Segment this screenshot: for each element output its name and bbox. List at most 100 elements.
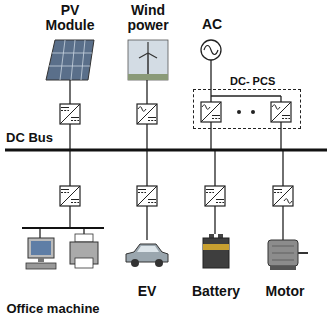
printer-icon	[75, 234, 93, 242]
motor-icon	[270, 266, 296, 270]
converter-symbol	[148, 199, 156, 200]
bus-label: DC Bus	[6, 131, 76, 145]
wire	[280, 122, 281, 150]
converter-symbol	[60, 186, 80, 206]
motor-icon	[268, 240, 308, 270]
wind-turbine	[128, 74, 168, 80]
dc-bus-line	[5, 149, 327, 152]
pcs-dots	[237, 110, 255, 114]
converter-symbol	[206, 192, 214, 193]
pcs-dots	[237, 110, 241, 114]
wire	[69, 124, 70, 150]
ac-source	[201, 40, 221, 60]
wind-turbine	[128, 40, 168, 80]
office-bus-line	[22, 228, 104, 229]
converter-symbol	[282, 115, 290, 116]
pcs-dots	[251, 110, 255, 114]
converter-symbol	[71, 202, 79, 203]
printer-icon	[75, 258, 93, 268]
wire	[214, 150, 215, 186]
converter-symbol	[201, 102, 221, 122]
converter-symbol	[137, 104, 157, 124]
wire	[146, 124, 147, 150]
converter-symbol	[212, 115, 220, 116]
wire	[69, 150, 70, 186]
pv-panel	[46, 40, 94, 80]
computer-icon	[28, 238, 54, 258]
pv-panel	[46, 40, 94, 80]
converter-symbol	[284, 199, 292, 204]
converter-symbol	[137, 186, 157, 206]
pcs-group-box: DC- PCS	[193, 89, 301, 129]
pv-panel	[60, 40, 65, 80]
motor-icon	[298, 252, 308, 254]
converter-symbol	[60, 186, 80, 206]
pv-panel	[49, 66, 90, 67]
dc-bus-line	[5, 150, 327, 151]
wire	[282, 150, 283, 186]
converter-symbol	[274, 189, 282, 190]
converter-symbol	[273, 186, 293, 206]
source-label: Wind power	[122, 3, 174, 32]
source-label: AC	[197, 17, 227, 32]
wind-turbine	[139, 53, 148, 58]
converter-symbol	[137, 104, 157, 124]
converter-symbol	[137, 186, 157, 206]
pv-panel	[52, 53, 92, 54]
battery-icon	[218, 234, 223, 238]
converter-symbol	[216, 202, 224, 203]
converter-symbol	[60, 104, 80, 124]
converter-symbol	[61, 107, 69, 108]
load-label: Battery	[183, 284, 249, 299]
converter-symbol	[271, 102, 291, 122]
converter-symbol	[61, 192, 69, 193]
battery-icon	[203, 244, 229, 250]
converter-symbol	[60, 102, 293, 206]
converter-symbol	[271, 102, 291, 122]
ac-source	[201, 40, 221, 60]
converter-symbol	[61, 189, 69, 190]
converter-symbol	[206, 189, 214, 190]
wire	[214, 206, 215, 234]
ev-icon	[131, 259, 139, 267]
wire	[211, 95, 281, 96]
computer-icon	[31, 241, 51, 255]
motor-icon	[272, 253, 294, 254]
ev-icon	[137, 246, 159, 252]
battery-icon	[203, 234, 229, 268]
ev-icon	[126, 244, 168, 267]
converter-symbol	[137, 104, 157, 124]
converter-symbol	[71, 199, 79, 200]
computer-icon	[26, 263, 56, 269]
wire	[69, 80, 70, 104]
source-label: PV Module	[38, 3, 102, 32]
converter-symbol	[271, 102, 291, 122]
motor-icon	[272, 260, 294, 261]
battery-icon	[203, 238, 229, 268]
converter-symbol	[137, 186, 157, 206]
load-label: Office machine	[0, 302, 106, 316]
converter-symbol	[201, 102, 221, 122]
converter-symbol	[212, 118, 220, 119]
load-label: EV	[127, 284, 167, 299]
computer-icon	[26, 238, 56, 269]
converter-symbol	[60, 186, 80, 206]
motor-icon	[272, 246, 294, 247]
converter-symbol	[201, 102, 221, 122]
converter-symbol	[205, 186, 225, 206]
battery-icon	[209, 234, 214, 238]
wire	[280, 96, 281, 102]
converter-symbol	[202, 105, 210, 110]
computer-icon	[38, 258, 44, 262]
converter-symbol	[148, 120, 156, 121]
wire	[210, 122, 211, 150]
wire	[39, 228, 40, 238]
converter-symbol	[282, 118, 290, 119]
wire	[146, 80, 147, 104]
motor-icon	[268, 240, 298, 266]
wind-turbine	[148, 53, 157, 58]
converter-symbol	[138, 189, 146, 190]
ev-icon	[155, 259, 163, 267]
wire	[69, 206, 70, 228]
